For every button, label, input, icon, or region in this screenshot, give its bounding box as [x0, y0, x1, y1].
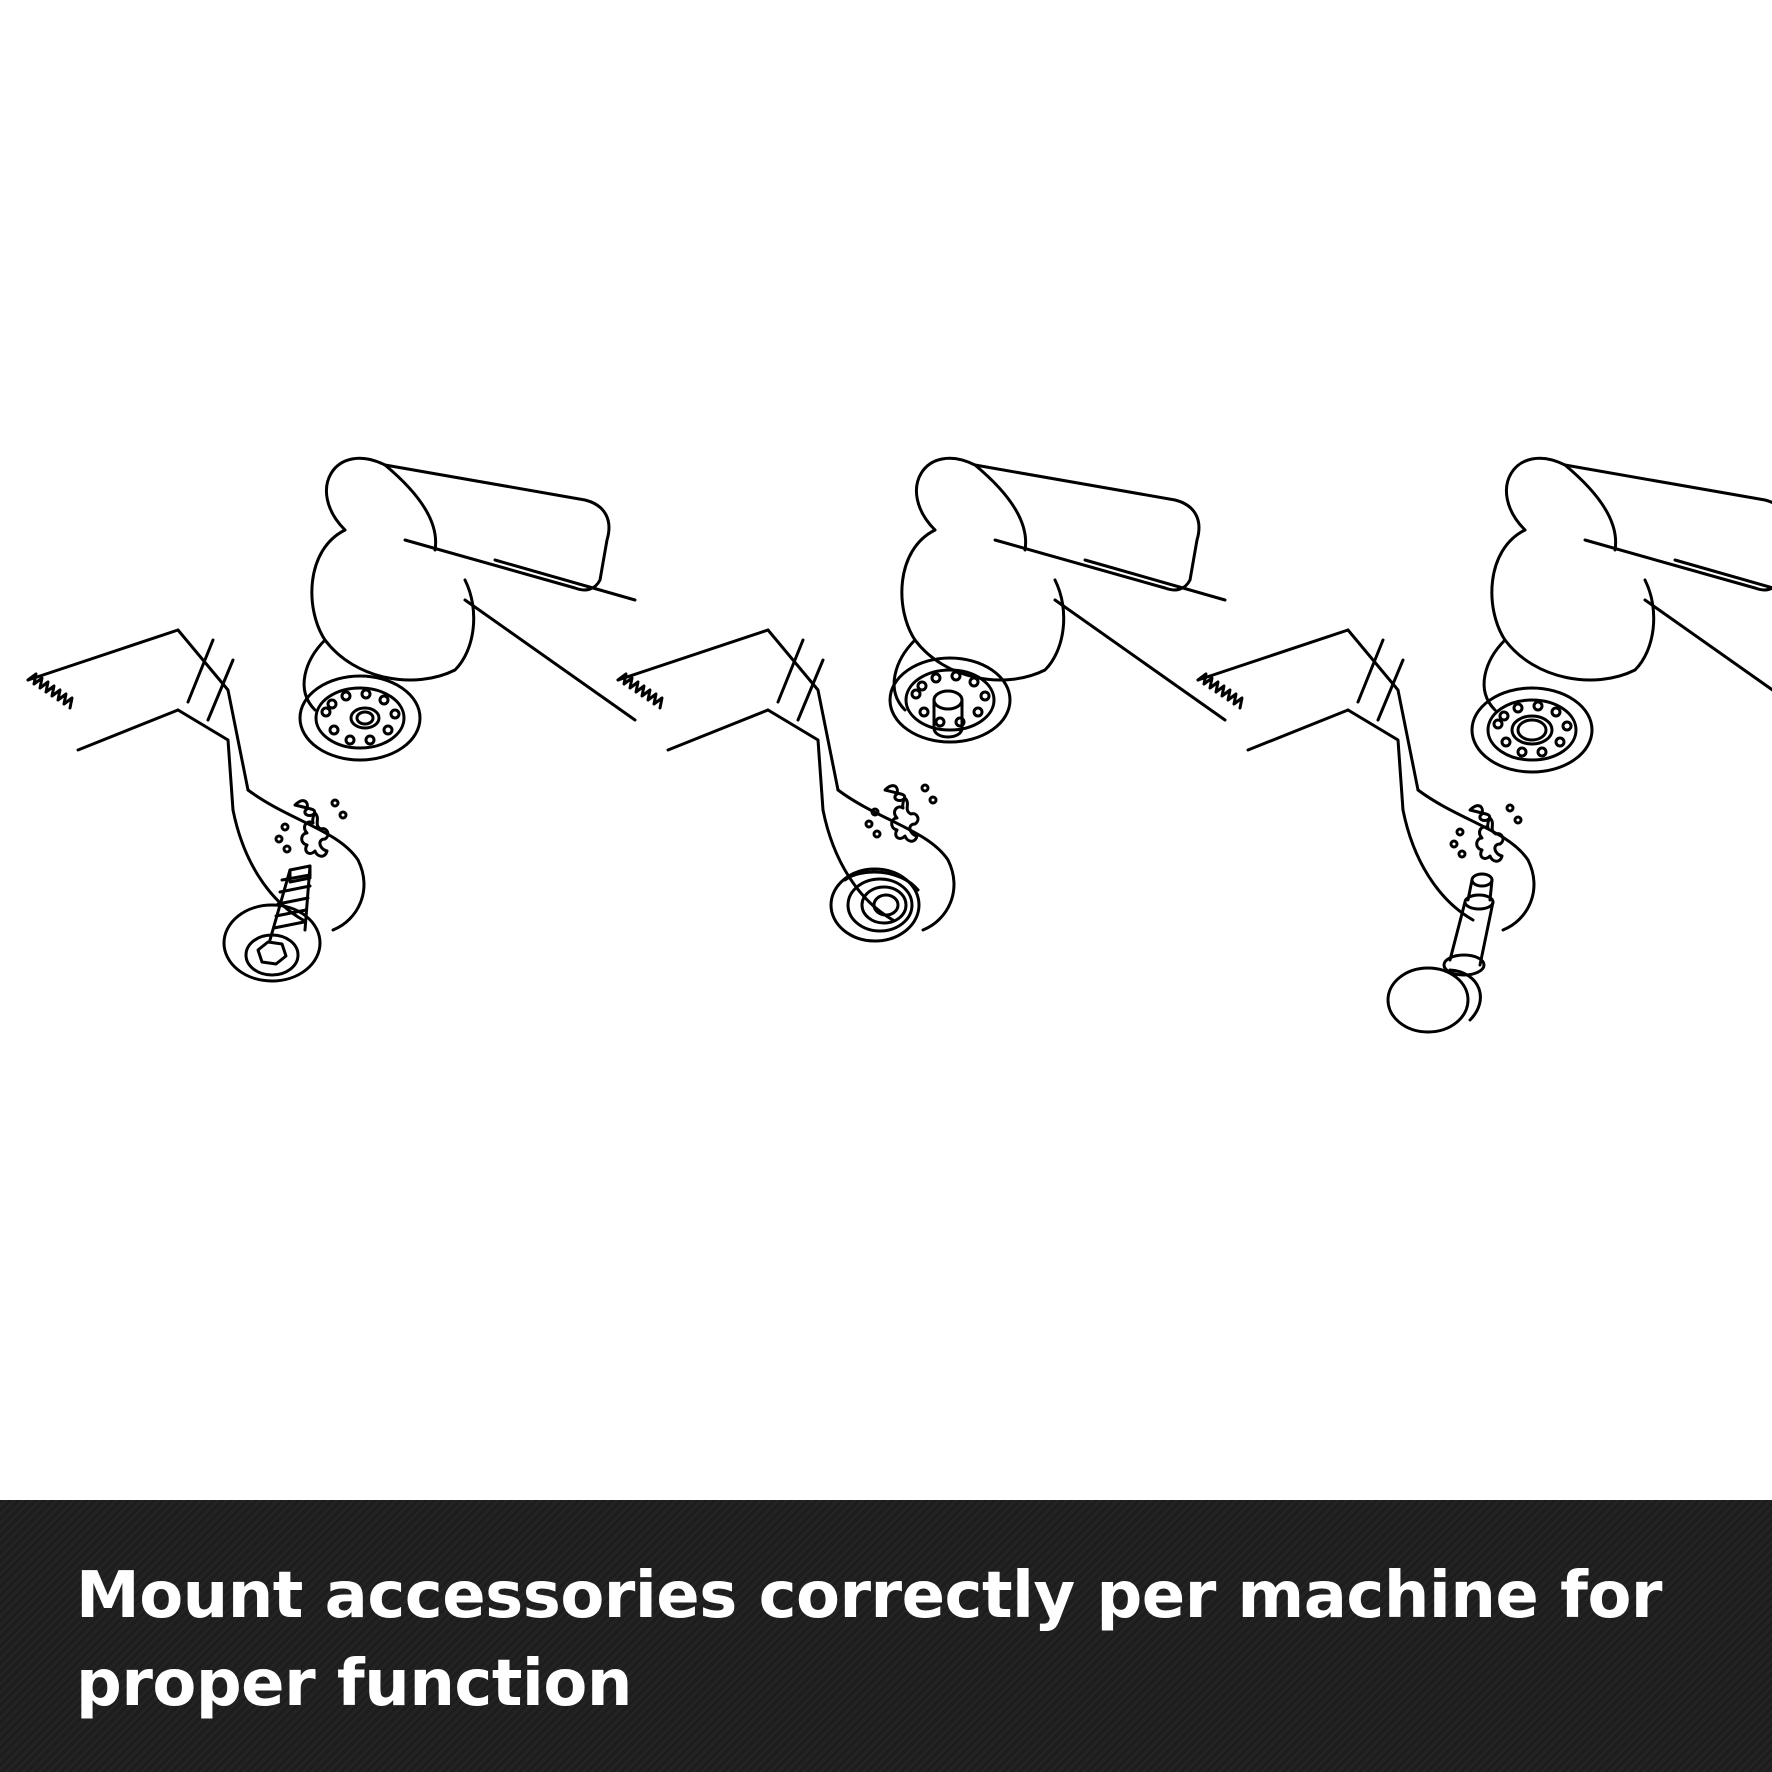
accessory-mounting-illustrations [26, 456, 1772, 1034]
flange-washer-icon [829, 867, 921, 943]
tool-with-pin-and-flange [616, 456, 1227, 943]
tool-with-quick-release-pin [1196, 456, 1772, 1034]
tool-with-threaded-bolt [26, 456, 637, 983]
quick-release-pin-icon [1386, 872, 1495, 1034]
caption-band: Mount accessories correctly per machine … [0, 1500, 1772, 1772]
caption-text: Mount accessories correctly per machine … [76, 1559, 1662, 1721]
hex-bolt-with-washer-icon [222, 864, 322, 983]
